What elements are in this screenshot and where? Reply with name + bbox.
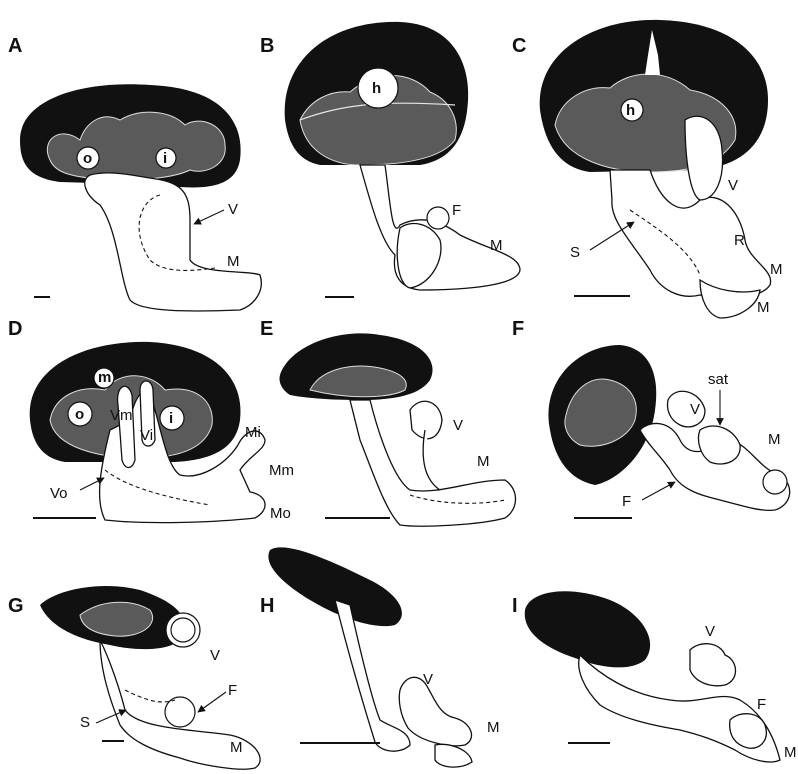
panel-e: E V M — [260, 318, 516, 526]
panel-g: G V F S M — [8, 586, 260, 769]
vessel-i — [690, 644, 736, 686]
label-m1-c: M — [770, 261, 783, 278]
label-mi-d: Mi — [245, 424, 261, 441]
foot-h — [435, 744, 472, 767]
label-v-h: V — [423, 671, 433, 688]
label-m-f: M — [768, 431, 781, 448]
label-f-i: F — [757, 696, 766, 713]
label-m-b: M — [490, 237, 503, 254]
label-mo-d: Mo — [270, 505, 291, 522]
panel-label-b: B — [260, 35, 274, 57]
panel-b: B h F M — [260, 22, 520, 297]
label-vm-d: Vm — [110, 407, 133, 424]
label-f-g: F — [228, 682, 237, 699]
arrow-f-f — [642, 482, 675, 500]
stalk-e — [423, 430, 440, 490]
label-v-c: V — [728, 177, 738, 194]
float-top-inner-g — [171, 618, 195, 642]
cap-h — [268, 547, 402, 626]
panel-h: H V M — [260, 547, 500, 767]
label-h-b: h — [372, 80, 381, 97]
vessel-c — [685, 116, 723, 200]
panel-label-f: F — [512, 318, 524, 340]
label-v-g: V — [210, 647, 220, 664]
label-vo-d: Vo — [50, 485, 68, 502]
label-s-c: S — [570, 244, 580, 261]
label-i-d: i — [169, 410, 173, 427]
label-r-c: R — [734, 232, 745, 249]
body-h — [399, 677, 471, 745]
float-bottom-g — [165, 697, 195, 727]
label-v-i: V — [705, 623, 715, 640]
panel-label-i: I — [512, 595, 518, 617]
panel-label-c: C — [512, 35, 526, 57]
label-o-a: o — [83, 150, 92, 167]
label-m-h: M — [487, 719, 500, 736]
body-a — [85, 173, 262, 311]
label-m-e: M — [477, 453, 490, 470]
cap-i — [525, 591, 650, 667]
disc-e — [410, 401, 442, 438]
label-v-e: V — [453, 417, 463, 434]
arrow-f-g — [198, 692, 226, 712]
label-m-i: M — [784, 744, 797, 761]
label-m-g: M — [230, 739, 243, 756]
float-f — [763, 470, 787, 494]
label-f-b: F — [452, 202, 461, 219]
label-m-a: M — [227, 253, 240, 270]
panel-d: D m o i Vm Vi Mi Mm Vo Mo — [8, 318, 294, 523]
panel-c: C h V R S M M — [512, 20, 783, 318]
panel-i: I V F M — [512, 591, 797, 762]
label-sat-f: sat — [708, 371, 729, 388]
body-c — [610, 170, 771, 298]
label-vi-d: Vi — [140, 427, 153, 444]
label-v-f: V — [690, 401, 700, 418]
panel-label-a: A — [8, 35, 22, 57]
label-s-g: S — [80, 714, 90, 731]
arrow-v-a — [194, 210, 224, 224]
label-v-a: V — [228, 201, 238, 218]
panel-label-d: D — [8, 318, 22, 340]
float-f-b — [427, 207, 449, 229]
panel-label-h: H — [260, 595, 274, 617]
label-i-a: i — [163, 150, 167, 167]
panel-label-g: G — [8, 595, 24, 617]
label-f-f: F — [622, 493, 631, 510]
label-m2-c: M — [757, 299, 770, 316]
label-mm-d: Mm — [269, 462, 294, 479]
panel-a: A o i V M — [8, 35, 261, 311]
inner-dash-g — [125, 690, 175, 702]
label-h-c: h — [626, 102, 635, 119]
label-o-d: o — [75, 406, 84, 423]
panel-label-e: E — [260, 318, 273, 340]
panel-f: F sat V M F — [512, 318, 790, 518]
label-m-small-d: m — [98, 369, 111, 386]
